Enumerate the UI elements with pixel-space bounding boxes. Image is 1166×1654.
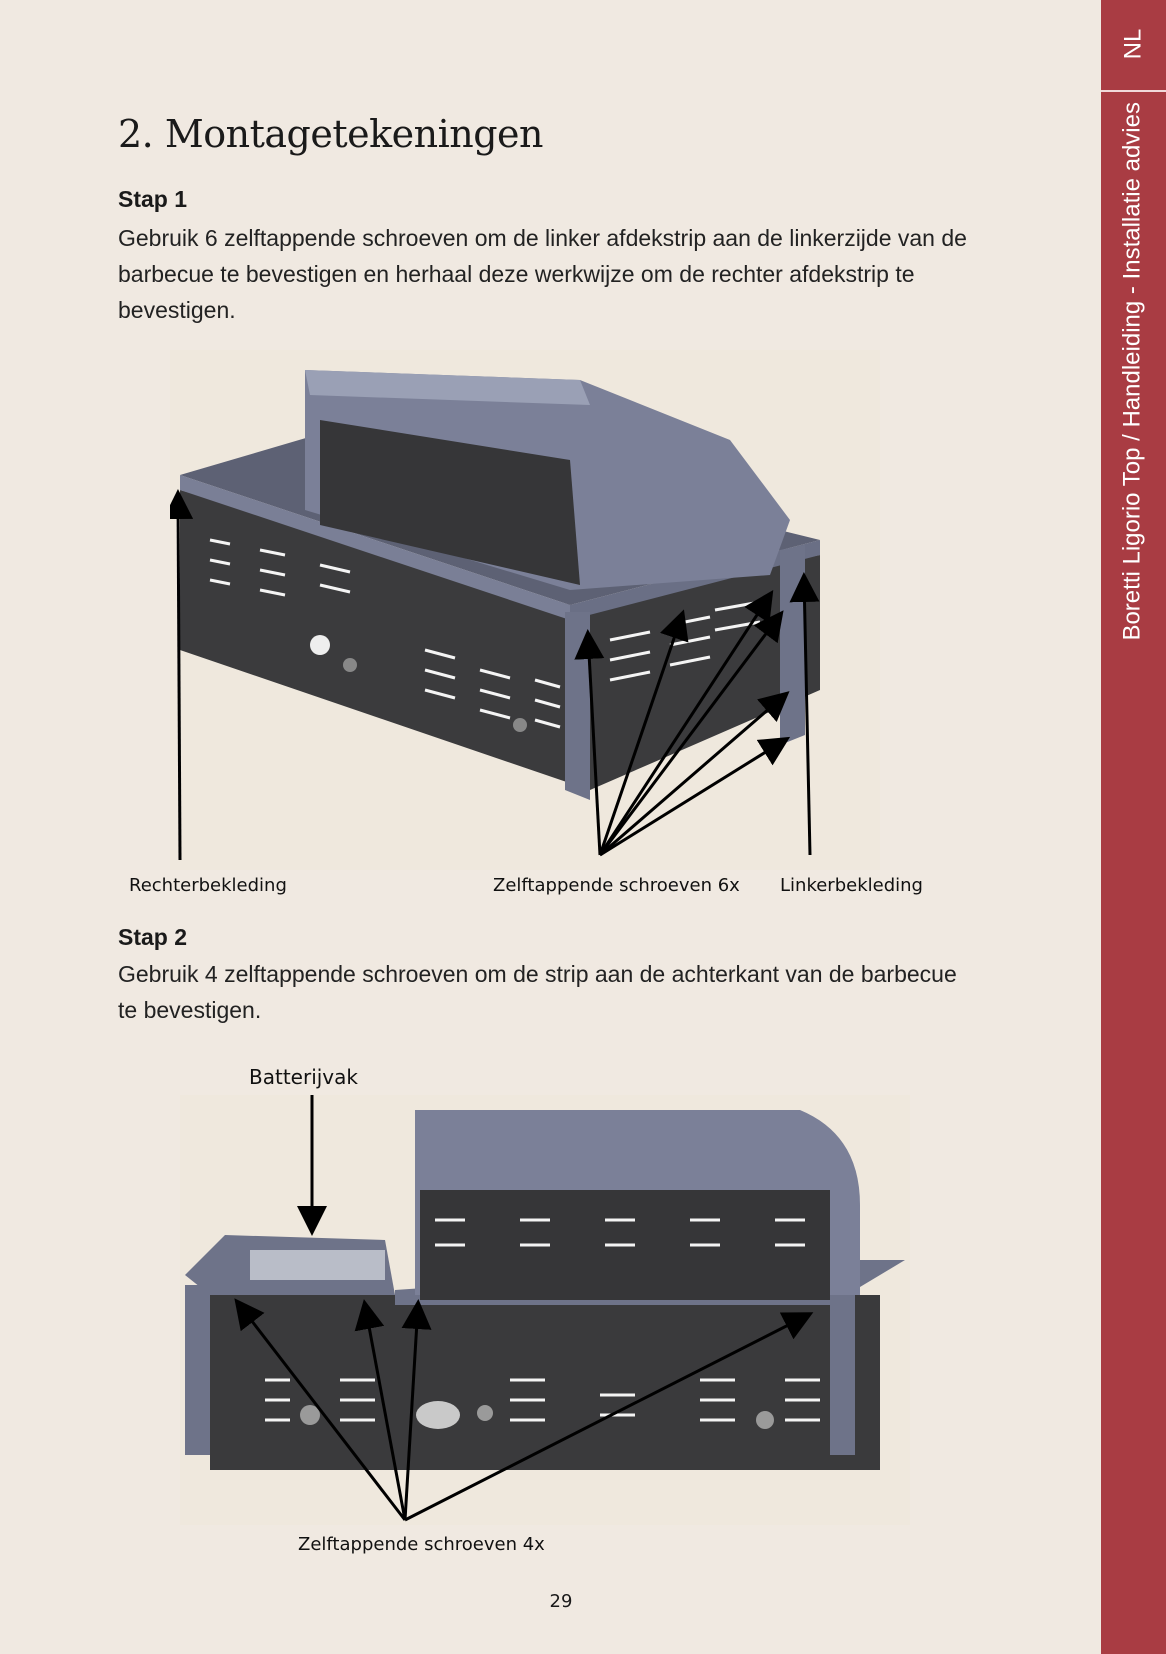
- step2-illustration: [180, 1095, 910, 1525]
- caption-left-cover: Linkerbekleding: [780, 875, 923, 896]
- step2-text: Gebruik 4 zelftappende schroeven om de s…: [118, 961, 957, 1023]
- caption-right-cover: Rechterbekleding: [129, 875, 287, 896]
- page-number: 29: [549, 1591, 573, 1612]
- caption-screws-6x: Zelftappende schroeven 6x: [493, 875, 740, 896]
- language-label: NL: [1119, 28, 1147, 60]
- caption-screws-4x: Zelftappende schroeven 4x: [298, 1534, 545, 1555]
- page-title: 2. Montagetekeningen: [118, 112, 544, 156]
- sidebar: NL Boretti Ligorio Top / Handleiding - I…: [1101, 0, 1166, 1654]
- step1-heading: Stap 1: [118, 186, 188, 212]
- step1-text: Gebruik 6 zelftappende schroeven om de l…: [118, 225, 967, 323]
- sidebar-divider: [1101, 90, 1166, 92]
- step2-heading: Stap 2: [118, 924, 188, 950]
- caption-battery-compartment: Batterijvak: [249, 1065, 358, 1089]
- step1-illustration: [170, 350, 880, 870]
